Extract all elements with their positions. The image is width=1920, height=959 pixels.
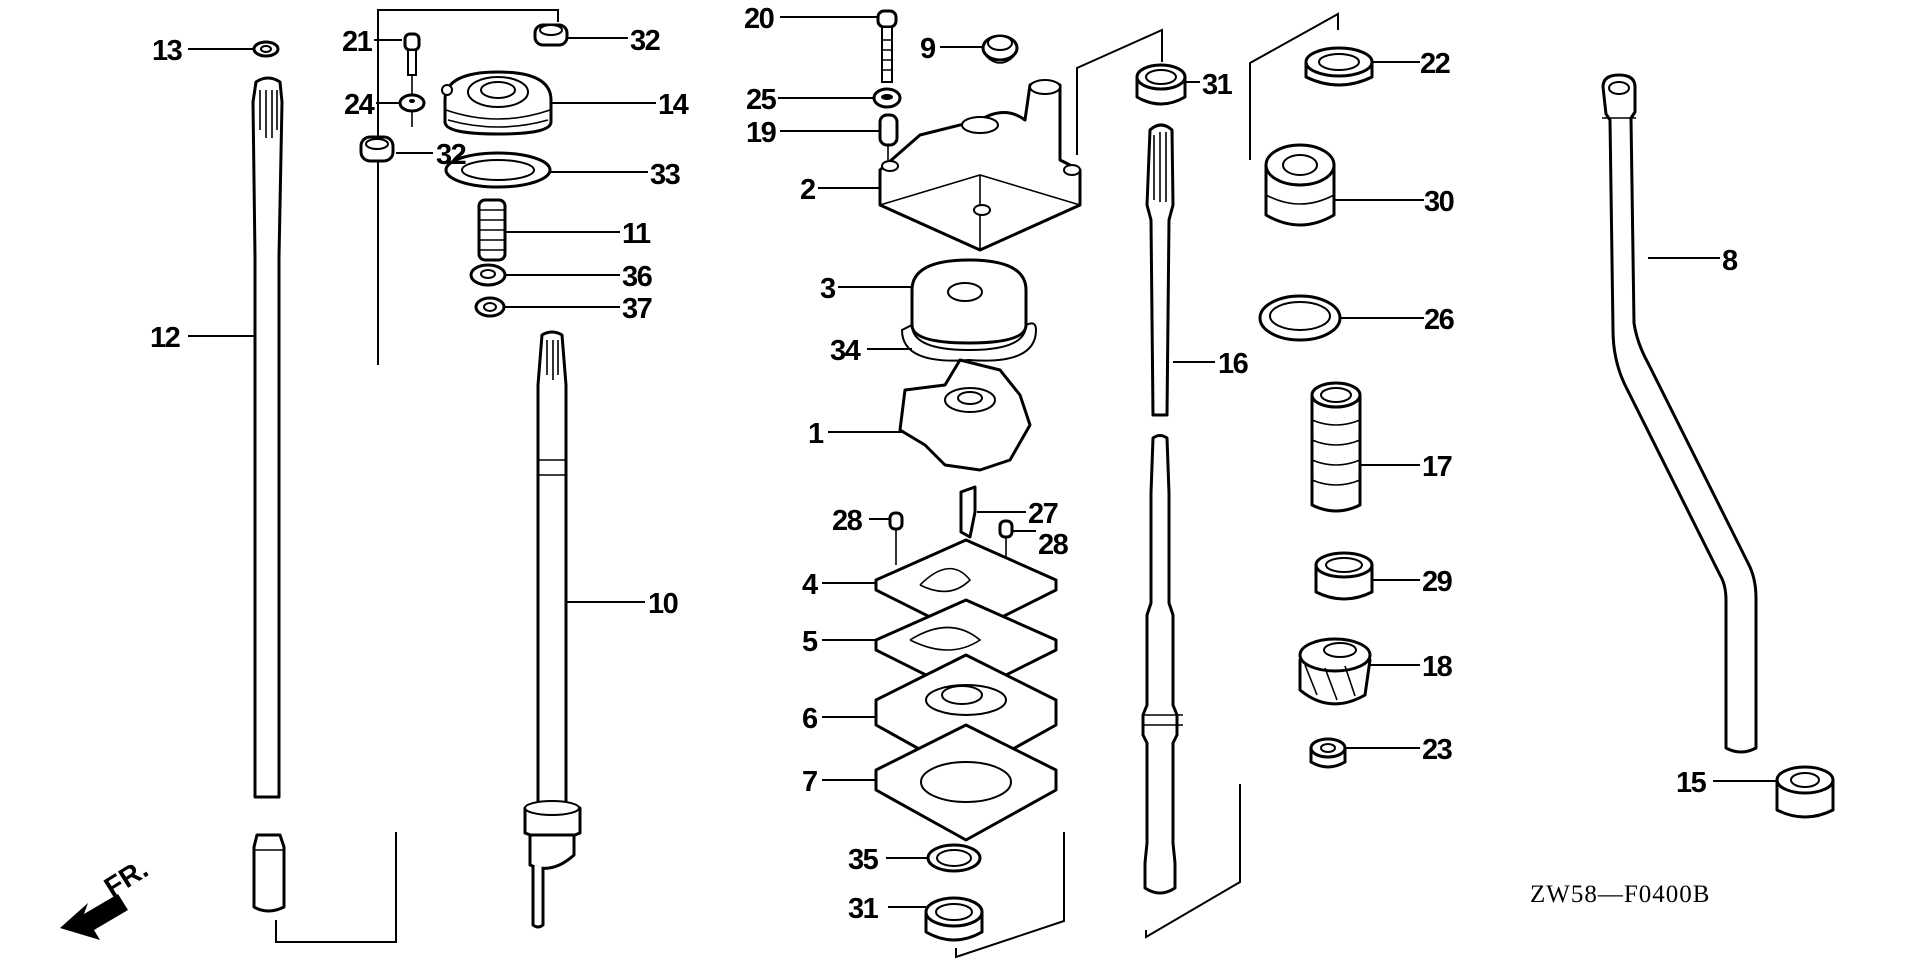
part-19-collar[interactable] [878, 113, 899, 160]
callout-c37: 37 [622, 293, 652, 325]
callout-c17: 17 [1422, 451, 1452, 483]
part-32-seal-upper[interactable] [533, 23, 569, 47]
part-14-holder[interactable] [441, 70, 553, 136]
bracket-line-top-right [1249, 12, 1339, 160]
part-23-nut[interactable] [1309, 737, 1347, 769]
part-35-o-ring[interactable] [926, 843, 982, 873]
leader-lines [188, 16, 1777, 908]
callout-c23: 23 [1422, 734, 1453, 766]
part-34-o-ring[interactable] [900, 322, 1038, 362]
callout-c34: 34 [830, 335, 861, 367]
callout-c30: 30 [1424, 186, 1454, 218]
callout-c14: 14 [658, 89, 689, 121]
callout-c8: 8 [1722, 245, 1738, 277]
callout-c13: 13 [152, 35, 183, 67]
callout-c20: 20 [744, 3, 774, 35]
part-16-vertical-shaft[interactable] [1141, 123, 1183, 895]
part-3-pump-liner[interactable] [910, 258, 1028, 345]
callout-c21: 21 [342, 26, 373, 58]
callout-c36: 36 [622, 261, 653, 293]
part-17-spring[interactable] [1310, 381, 1362, 513]
callout-c32a: 32 [630, 25, 660, 57]
part-11-spring[interactable] [477, 198, 507, 262]
callout-c10: 10 [648, 588, 678, 620]
callout-c11: 11 [622, 218, 651, 250]
bracket-line-bottom-center [955, 832, 1065, 959]
part-5-gasket[interactable] [874, 598, 1058, 697]
callout-c32b: 32 [436, 139, 466, 171]
callout-c16: 16 [1218, 348, 1249, 380]
bracket-line-upper-left [377, 9, 559, 365]
callout-c22: 22 [1420, 48, 1450, 80]
part-33-gasket[interactable] [444, 151, 552, 189]
front-label: FR. [99, 853, 154, 903]
part-26-washer[interactable] [1258, 294, 1342, 342]
callout-c19: 19 [746, 117, 777, 149]
part-15-grommet[interactable] [1775, 765, 1835, 819]
part-24-washer[interactable] [398, 93, 426, 127]
part-30-bearing[interactable] [1264, 143, 1336, 227]
diagram-code: ZW58—F0400B [1530, 881, 1710, 908]
front-arrow-icon [60, 894, 128, 940]
part-2-pump-case[interactable] [878, 79, 1082, 252]
callout-c33: 33 [650, 159, 681, 191]
part-28-pin-left[interactable] [888, 511, 904, 565]
callout-c7: 7 [802, 766, 817, 798]
callout-c29: 29 [1422, 566, 1453, 598]
part-10-shift-rod-assembly[interactable] [523, 330, 582, 929]
callout-c18: 18 [1422, 651, 1453, 683]
part-8-water-tube[interactable] [1601, 73, 1758, 754]
part-7-gasket[interactable] [874, 723, 1058, 842]
part-31-seal-top[interactable] [1135, 63, 1187, 106]
part-25-washer[interactable] [872, 87, 902, 109]
callout-c31a: 31 [1202, 69, 1233, 101]
part-6-pump-housing[interactable] [874, 653, 1058, 777]
front-direction-indicator: FR. [60, 853, 153, 940]
part-36-washer[interactable] [469, 263, 507, 287]
part-22-oil-seal[interactable] [1304, 46, 1374, 87]
callout-c9: 9 [920, 33, 936, 65]
callout-c4: 4 [802, 569, 818, 601]
callout-c26: 26 [1424, 304, 1455, 336]
callout-c35: 35 [848, 844, 879, 876]
part-37-circlip[interactable] [474, 296, 506, 318]
bracket-line-bottom-shaft [1145, 784, 1241, 939]
callout-c27: 27 [1028, 498, 1058, 530]
callout-c1: 1 [808, 418, 824, 450]
callout-c15: 15 [1676, 767, 1707, 799]
bracket-line-top-shaft [1076, 28, 1163, 155]
callout-c31b: 31 [848, 893, 879, 925]
part-9-grommet[interactable] [981, 34, 1019, 64]
part-29-needle-bearing[interactable] [1314, 551, 1374, 601]
callout-c28b: 28 [1038, 529, 1069, 561]
part-20-bolt[interactable] [876, 9, 898, 83]
part-4-plate[interactable] [874, 538, 1058, 637]
part-18-pinion-gear[interactable] [1298, 637, 1372, 706]
callout-c3: 3 [820, 273, 836, 305]
part-12-shift-rod[interactable] [251, 76, 286, 913]
part-1-impeller[interactable] [898, 358, 1032, 472]
bracket-line-lower-left [275, 832, 397, 943]
callout-c2: 2 [800, 174, 815, 206]
part-32-seal-left[interactable] [359, 135, 395, 163]
part-31-seal-bottom[interactable] [924, 896, 984, 942]
callout-c28a: 28 [832, 505, 863, 537]
callout-c25: 25 [746, 84, 777, 116]
callout-c12: 12 [150, 322, 180, 354]
part-21-bolt[interactable] [403, 32, 421, 95]
part-13-clip[interactable] [252, 40, 280, 58]
part-27-key[interactable] [959, 485, 977, 539]
callout-labels: 1312212432321433113637102092519233412728… [150, 3, 1740, 925]
callout-c24: 24 [344, 89, 375, 121]
callout-c6: 6 [802, 703, 818, 735]
callout-c5: 5 [802, 626, 818, 658]
